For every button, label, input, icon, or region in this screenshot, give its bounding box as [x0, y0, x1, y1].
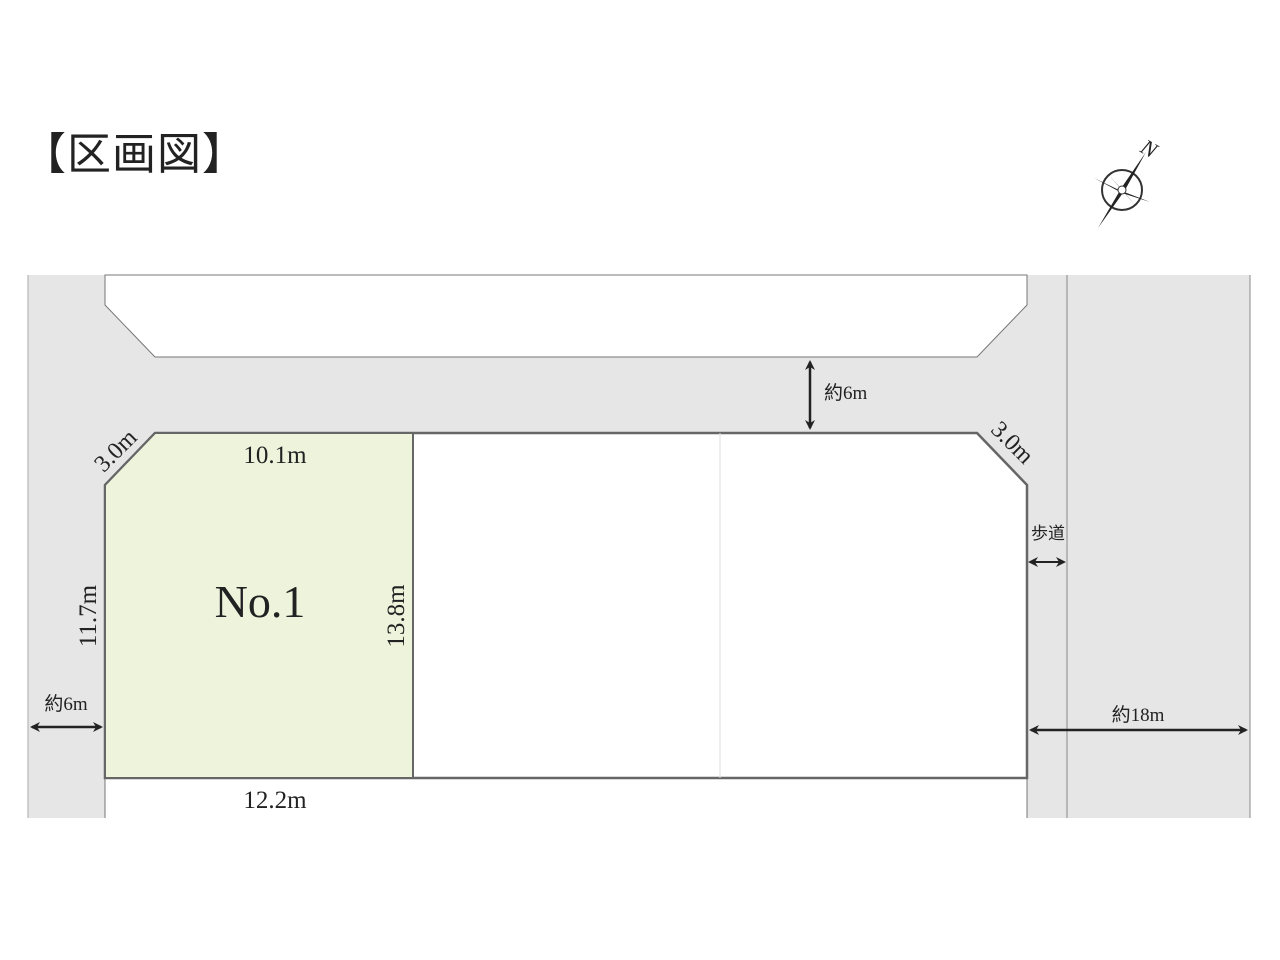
right-road-width: 約18m	[1112, 704, 1165, 726]
sidewalk-label: 歩道	[1031, 524, 1065, 543]
compass-north-label: N	[1136, 133, 1163, 163]
north-compass-icon: N	[1094, 133, 1163, 228]
left-road-width: 約6m	[44, 693, 88, 715]
lot-left-dimension: 11.7m	[75, 584, 102, 647]
lot-right-dimension: 13.8m	[383, 584, 410, 648]
upper-block	[104, 274, 1028, 358]
lot-bottom-dimension: 12.2m	[243, 787, 307, 814]
lower-block	[105, 778, 1027, 819]
lot-top-dimension: 10.1m	[243, 442, 307, 469]
page-title: 【区画図】	[22, 129, 247, 180]
lot-no1[interactable]	[104, 432, 414, 779]
top-road-width: 約6m	[824, 382, 868, 404]
lot-number-label: No.1	[215, 576, 306, 627]
